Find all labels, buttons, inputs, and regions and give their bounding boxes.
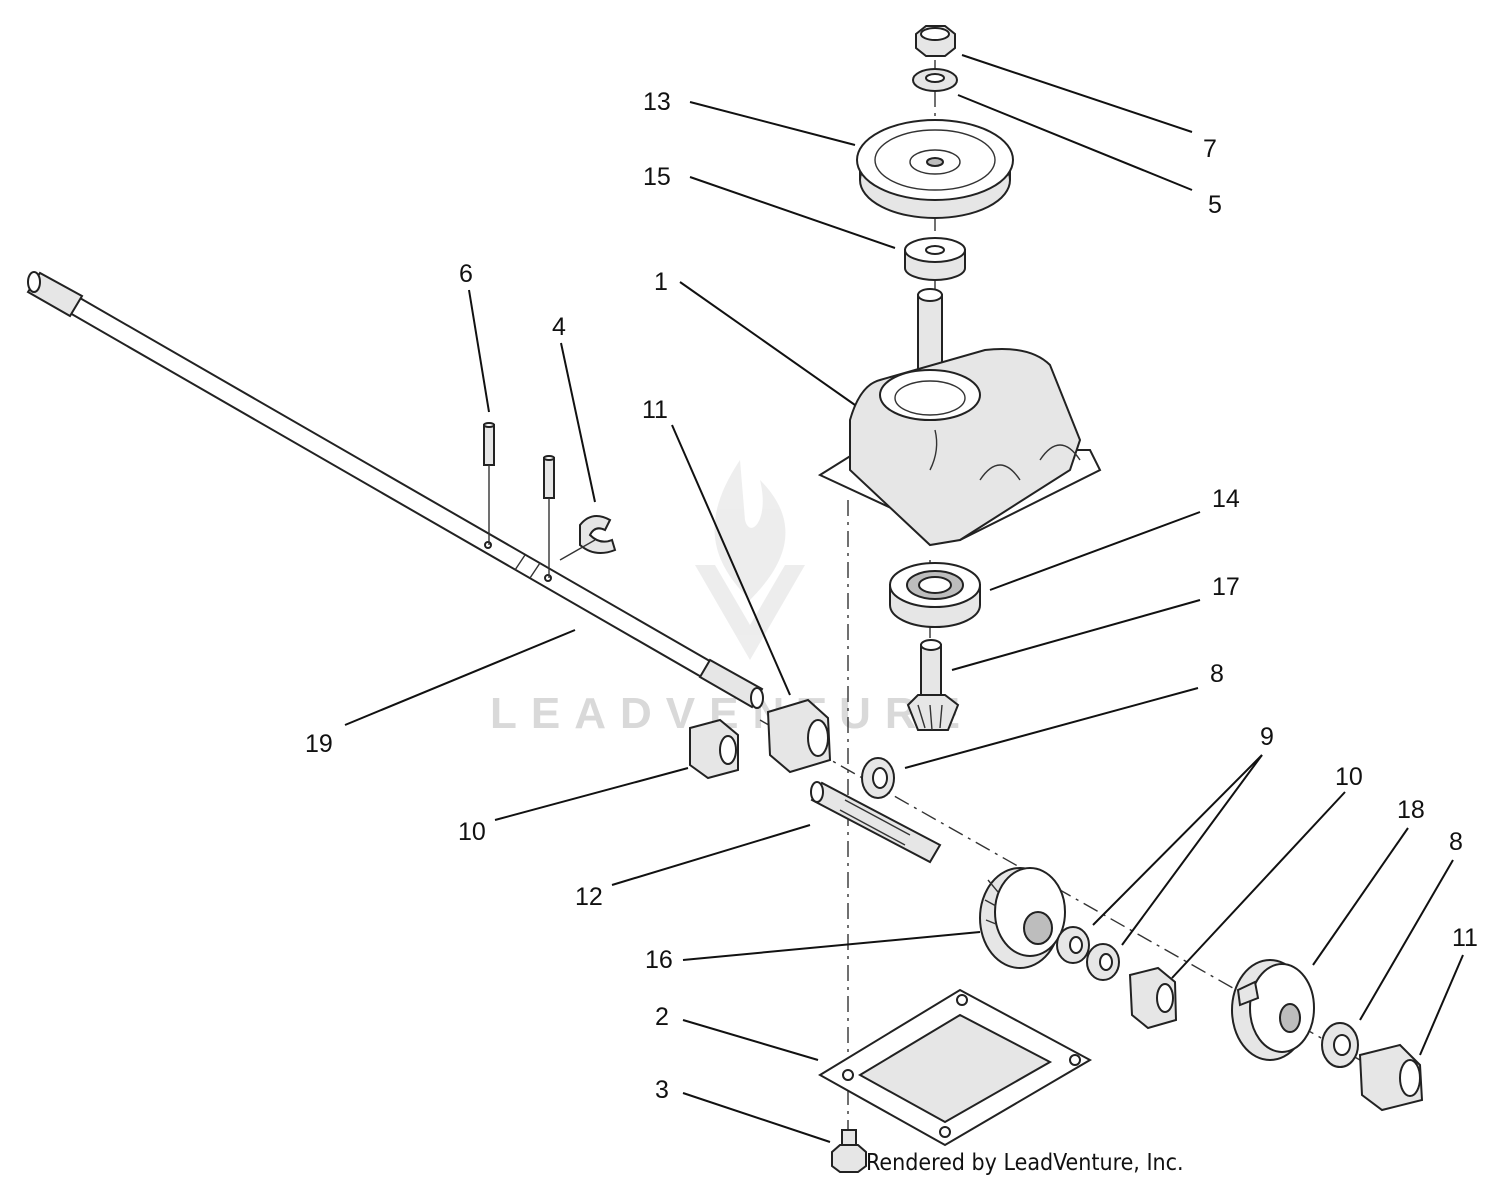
callout-5: 5 xyxy=(1208,191,1222,219)
leader-19 xyxy=(344,629,576,726)
callout-7: 7 xyxy=(1203,135,1217,163)
leader-10a xyxy=(494,767,689,821)
callout-11b: 11 xyxy=(1452,924,1478,952)
callout-9: 9 xyxy=(1260,723,1274,751)
roll-pin-a xyxy=(483,422,495,545)
pulley xyxy=(856,119,1014,219)
callout-18: 18 xyxy=(1397,796,1425,824)
callout-8b: 8 xyxy=(1449,828,1463,856)
leader-14 xyxy=(989,511,1201,591)
callout-2: 2 xyxy=(655,1003,669,1031)
callout-4: 4 xyxy=(552,313,566,341)
leader-6 xyxy=(468,289,490,413)
callout-16: 16 xyxy=(645,946,673,974)
spur-gear xyxy=(1231,959,1315,1061)
callout-14: 14 xyxy=(1212,485,1240,513)
leader-18 xyxy=(1312,827,1409,966)
leader-7 xyxy=(961,54,1193,133)
spacer-bushing xyxy=(904,237,966,281)
gear-housing xyxy=(817,288,1102,547)
pinion-gear xyxy=(906,639,960,731)
leader-10b xyxy=(1171,791,1346,979)
leader-2 xyxy=(682,1019,819,1061)
callout-13: 13 xyxy=(643,88,671,116)
leader-9b xyxy=(1121,754,1263,946)
leader-12 xyxy=(611,824,811,886)
e-clip xyxy=(559,515,617,561)
callout-1: 1 xyxy=(654,268,668,296)
leader-17 xyxy=(951,599,1201,671)
bushing-b xyxy=(1128,966,1178,1030)
leader-11b xyxy=(1419,954,1464,1056)
leader-16 xyxy=(682,931,981,961)
render-credit: Rendered by LeadVenture, Inc. xyxy=(866,1150,1184,1176)
leader-8b xyxy=(1359,859,1454,1021)
leader-3 xyxy=(682,1092,831,1143)
hex-nut xyxy=(915,25,956,57)
cover-plate xyxy=(818,988,1093,1147)
callout-10a: 10 xyxy=(458,818,486,846)
thrust-washer-a xyxy=(861,757,895,799)
screw xyxy=(831,1129,867,1173)
leader-15 xyxy=(689,176,896,249)
bevel-gear xyxy=(979,867,1066,969)
axle-shaft xyxy=(26,271,764,709)
bushing-a xyxy=(689,718,739,780)
roll-pin-b xyxy=(543,455,555,578)
leader-4 xyxy=(560,342,596,503)
leader-11a xyxy=(671,424,791,696)
leader-13 xyxy=(689,101,856,146)
leader-9a xyxy=(1092,754,1263,926)
callout-17: 17 xyxy=(1212,573,1240,601)
washer-9a xyxy=(1056,926,1090,964)
flanged-bushing-a xyxy=(766,698,832,774)
callout-3: 3 xyxy=(655,1076,669,1104)
ball-bearing xyxy=(889,562,981,628)
callout-10b: 10 xyxy=(1335,763,1363,791)
callout-19: 19 xyxy=(305,730,333,758)
splined-shaft xyxy=(810,781,942,864)
callout-6: 6 xyxy=(459,260,473,288)
callout-8a: 8 xyxy=(1210,660,1224,688)
thrust-washer-b xyxy=(1321,1022,1359,1068)
callout-15: 15 xyxy=(643,163,671,191)
callout-12: 12 xyxy=(575,883,603,911)
callout-11a: 11 xyxy=(642,396,668,424)
flanged-bushing-b xyxy=(1358,1043,1424,1112)
washer-top xyxy=(912,68,958,92)
washer-9b xyxy=(1086,943,1120,981)
watermark-logo-icon xyxy=(695,460,805,660)
leader-8a xyxy=(904,687,1199,769)
leader-5 xyxy=(957,94,1193,191)
leader-1 xyxy=(679,281,856,406)
